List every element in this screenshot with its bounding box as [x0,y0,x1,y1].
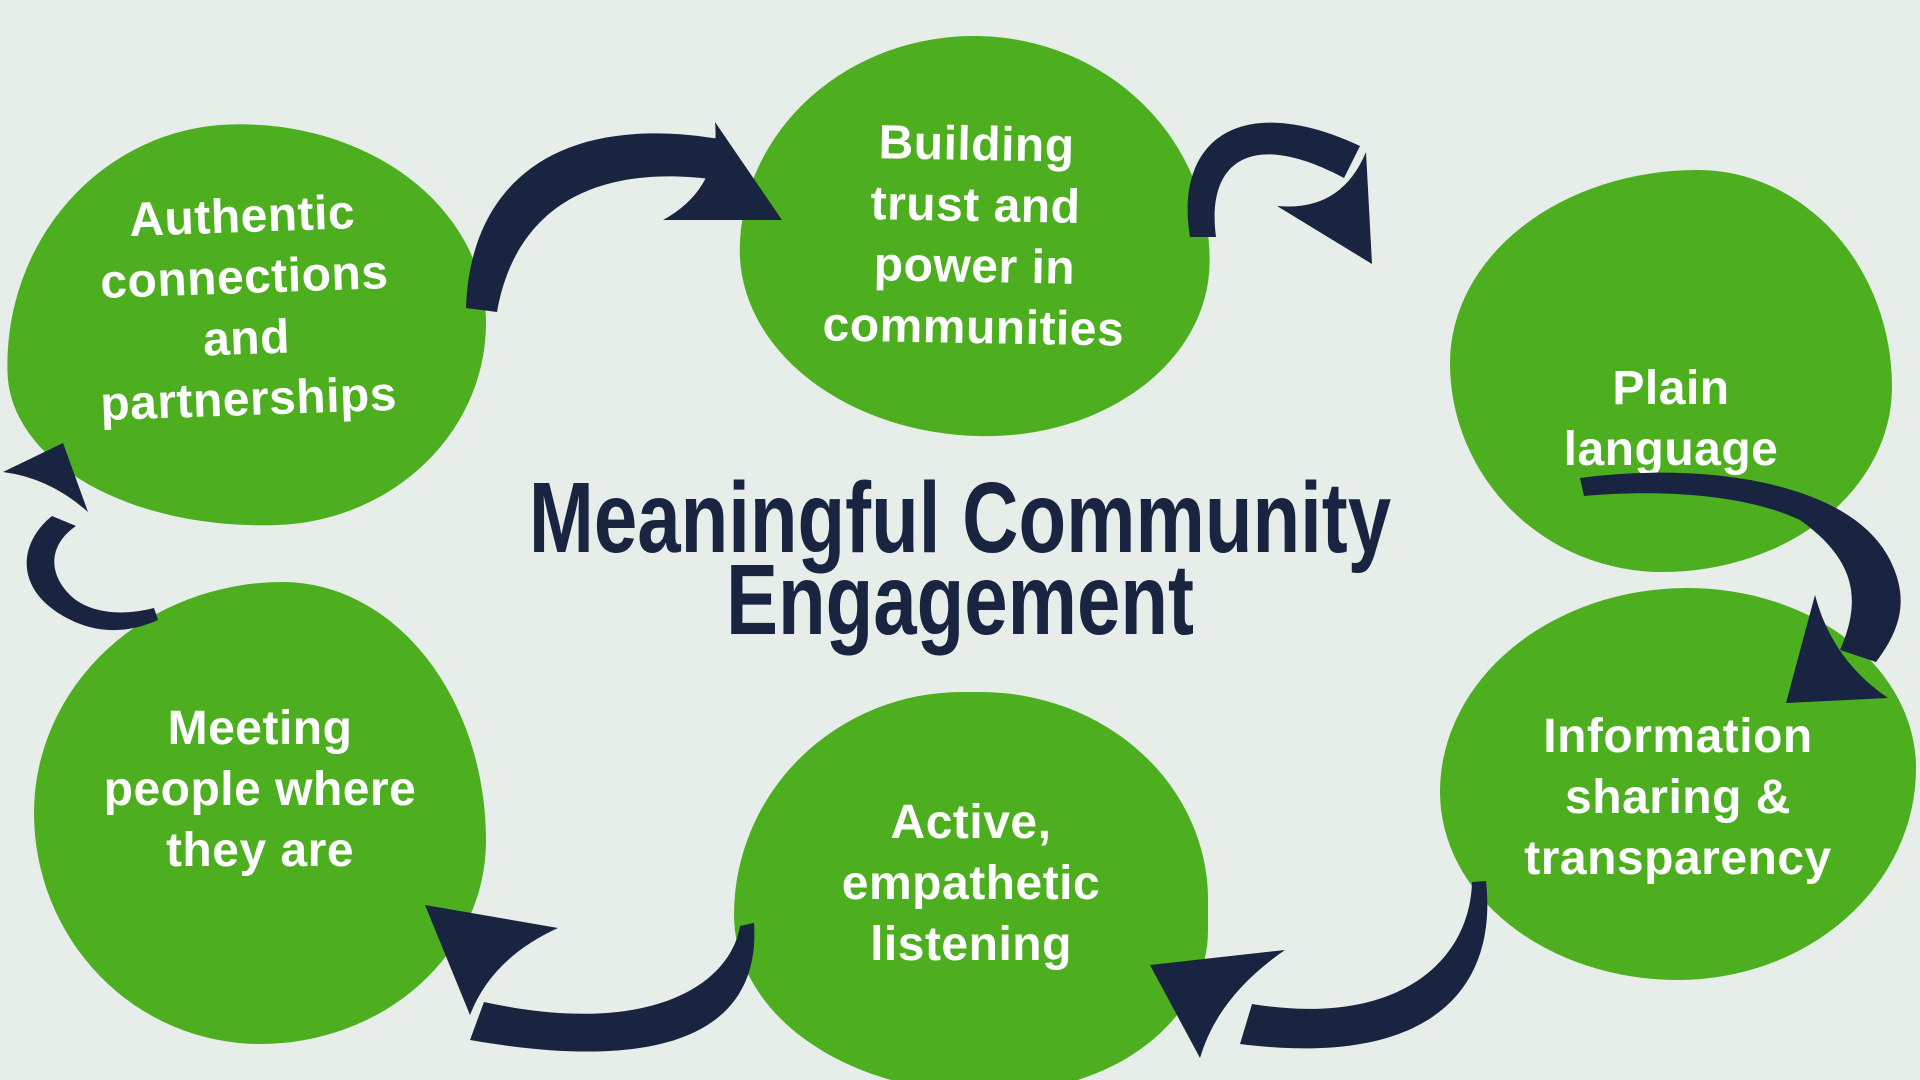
node-information-sharing-label: Information sharing & transparency [1524,709,1832,885]
node-authentic-connections-label: Authentic connections and partnerships [99,186,398,432]
arrow-building-to-plain-icon [1187,122,1372,264]
node-plain-language-label: Plain language [1563,362,1779,476]
page-title: Meaningful Community Engagement [528,462,1392,656]
node-meeting-people: Meeting people where they are [34,582,486,1044]
node-authentic-connections: Authentic connections and partnerships [0,115,493,535]
node-building-trust-label: Building trust and power in communities [822,116,1125,357]
arrow-authentic-to-building-icon [466,122,782,312]
arrow-active-to-meeting-icon [425,905,755,1052]
node-building-trust: Building trust and power in communities [736,31,1214,441]
node-meeting-people-label: Meeting people where they are [103,701,417,877]
node-active-listening: Active, empathetic listening [734,692,1208,1080]
node-active-listening-label: Active, empathetic listening [841,795,1101,971]
node-information-sharing: Information sharing & transparency [1440,588,1916,980]
